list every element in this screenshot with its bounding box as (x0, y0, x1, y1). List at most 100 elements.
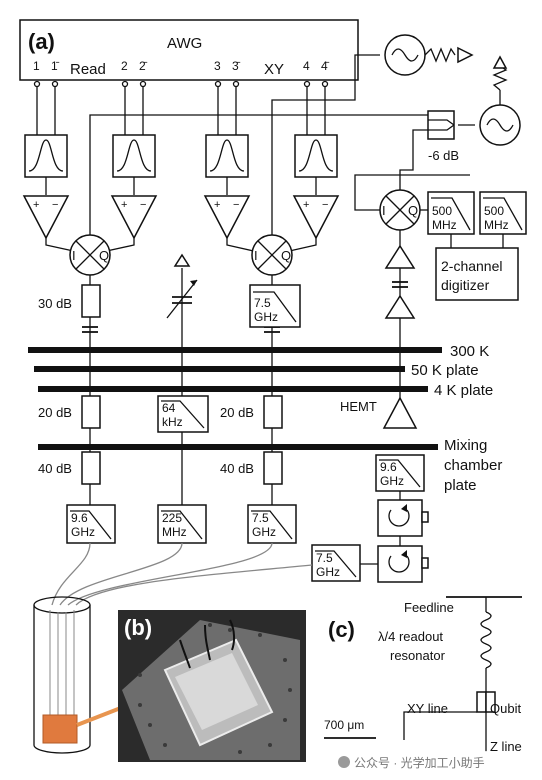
qubit-label: Qubit (490, 701, 521, 716)
z-bias-source (166, 253, 198, 319)
panel-c: (c) Feedline λ/4 readout resonator XY li… (324, 596, 522, 754)
awg-port-1: 1 (33, 59, 40, 73)
readout-lo-source (479, 55, 521, 146)
filter-225mhz: 225 MHz (157, 504, 207, 544)
awg-port-4b: 4̄ (321, 59, 330, 73)
svg-text:GHz: GHz (252, 525, 276, 539)
svg-text:40 dB: 40 dB (220, 461, 254, 476)
demod-mixer-q: Q (408, 203, 418, 218)
awg-output-cables (33, 80, 329, 135)
awg-port-2b: 2̄ (139, 59, 148, 73)
attenuator-40db-left: 40 dB (38, 451, 101, 485)
xy-line-label: XY line (407, 701, 448, 716)
amp1-minus: − (52, 199, 58, 211)
attenuator-30db: 30 dB (38, 284, 101, 318)
amp4-plus: + (303, 199, 309, 211)
attenuator-20db-right: 20 dB (220, 395, 283, 429)
digitizer-label-2: digitizer (441, 277, 490, 293)
filter-9p6-left: 9.6 GHz (66, 504, 116, 544)
svg-text:GHz: GHz (71, 525, 95, 539)
att-30-label: 30 dB (38, 296, 72, 311)
watermark: 公众号 · 光学加工小助手 (333, 751, 529, 773)
svg-text:MHz: MHz (484, 218, 509, 232)
filter-7p5-mid: 7.5 GHz (247, 504, 297, 544)
stage-mixing-label-3: plate (444, 477, 477, 494)
amp-to-mixer-wires (45, 238, 317, 253)
amp2-minus: − (140, 199, 146, 211)
watermark-text: 公众号 · 光学加工小助手 (354, 755, 485, 770)
diff-amp-4: + − (292, 177, 340, 240)
svg-text:7.5: 7.5 (252, 511, 269, 525)
digitizer-box: 2-channel digitizer (435, 247, 519, 301)
hemt-label: HEMT (340, 399, 377, 414)
power-splitter: -6 dB (427, 110, 459, 163)
diff-amp-2: + − (110, 177, 158, 240)
sample-chip (42, 714, 78, 744)
digitizer-wires (420, 209, 504, 248)
svg-text:7.5: 7.5 (316, 551, 333, 565)
feedline-label: Feedline (404, 600, 454, 615)
svg-text:9.6: 9.6 (380, 460, 397, 474)
isolator-2 (377, 536, 429, 583)
readout-mixer-q: Q (99, 248, 109, 263)
sample-holder (33, 596, 91, 754)
amp1-plus: + (33, 199, 39, 211)
pulse-shaper-1 (24, 134, 68, 178)
svg-text:GHz: GHz (380, 474, 404, 488)
stage-50k-label: 50 K plate (411, 362, 479, 379)
diff-amp-1: + − (22, 177, 70, 240)
svg-text:MHz: MHz (162, 525, 187, 539)
resonator-label-2: resonator (390, 648, 446, 663)
filter-7p5-bottom: 7.5 GHz (311, 544, 361, 582)
temperature-stages: 300 K 50 K plate 4 K plate Mixing chambe… (28, 343, 502, 494)
xy-mixer-i: I (254, 248, 258, 263)
stage-mixing-label-1: Mixing (444, 437, 487, 454)
panel-a-label: (a) (28, 29, 55, 54)
xy-mixer-q: Q (281, 248, 291, 263)
xy-iq-mixer: I Q (251, 234, 293, 276)
filter-9p6-right: 9.6 GHz (375, 454, 425, 492)
svg-text:500: 500 (432, 204, 452, 218)
digitizer-label-1: 2-channel (441, 258, 503, 274)
diff-amp-3: + − (203, 177, 251, 240)
lo-distribution (89, 54, 475, 235)
awg-frame (19, 19, 359, 81)
readout-mixer-i: I (72, 248, 76, 263)
demod-mixer-i: I (382, 203, 386, 218)
pulse-shaper-2 (112, 134, 156, 178)
resonator-label-1: λ/4 readout (378, 629, 443, 644)
rt-amp-chain (384, 230, 416, 405)
pulse-shaper-4 (294, 134, 338, 178)
qubit-pad (476, 691, 487, 713)
svg-text:kHz: kHz (162, 415, 183, 429)
stage-mixing-label-2: chamber (444, 457, 502, 474)
awg-box: (a) AWG Read XY 1 1̄ 2 2̄ 3 3̄ 4 4̄ (19, 19, 359, 81)
panel-b-label: (b) (124, 615, 152, 640)
sample-cables (51, 542, 313, 606)
attenuator-40db-right: 40 dB (220, 451, 283, 485)
awg-port-3: 3 (214, 59, 221, 73)
awg-port-4: 4 (303, 59, 310, 73)
readout-iq-mixer: I Q (69, 234, 111, 276)
svg-text:7.5: 7.5 (254, 296, 271, 310)
z-line-label: Z line (490, 739, 522, 754)
svg-text:20 dB: 20 dB (220, 405, 254, 420)
attenuator-20db-left: 20 dB (38, 395, 101, 429)
xy-lo-source (384, 34, 474, 76)
svg-text:GHz: GHz (316, 565, 340, 579)
filter-64khz: 64 kHz (157, 395, 209, 433)
panel-b-photo: (b) (118, 610, 306, 762)
demod-iq-mixer: I Q (379, 189, 421, 231)
lp-filter-500b: 500 MHz (479, 191, 527, 235)
svg-text:225: 225 (162, 511, 182, 525)
svg-text:500: 500 (484, 204, 504, 218)
svg-text:40 dB: 40 dB (38, 461, 72, 476)
svg-text:9.6: 9.6 (71, 511, 88, 525)
svg-text:MHz: MHz (432, 218, 457, 232)
awg-read-label: Read (70, 61, 106, 78)
amp2-plus: + (121, 199, 127, 211)
awg-title: AWG (167, 35, 202, 52)
svg-text:64: 64 (162, 401, 176, 415)
lp-filter-500a: 500 MHz (427, 191, 475, 235)
amp3-plus: + (214, 199, 220, 211)
